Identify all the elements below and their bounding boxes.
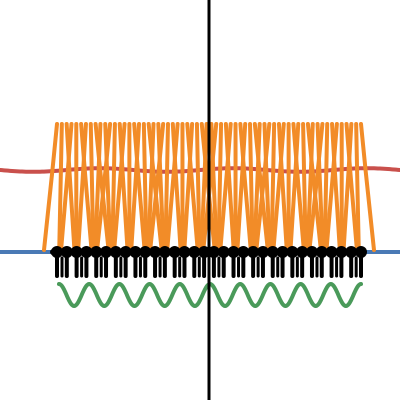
orange-strand (248, 122, 255, 252)
pin-head (90, 246, 103, 258)
orange-strand (95, 122, 113, 252)
pin-head (296, 246, 309, 258)
black-pins-layer (50, 246, 367, 278)
pin-head (158, 246, 171, 258)
pin-head (335, 246, 348, 258)
pin-head (188, 246, 201, 258)
orange-strand (359, 122, 376, 252)
orange-strand (218, 122, 233, 252)
orange-strand (88, 122, 96, 252)
pin-head (149, 246, 162, 258)
orange-strand (301, 122, 308, 252)
orange-strand (112, 122, 127, 252)
orange-strand (148, 122, 166, 252)
orange-strand (42, 122, 59, 252)
orange-strand (271, 122, 286, 252)
orange-strand (76, 122, 88, 252)
orange-strand (307, 122, 325, 252)
orange-strand (269, 122, 277, 252)
orange-strand (201, 122, 219, 252)
orange-strand (57, 122, 64, 252)
pin-head (217, 246, 230, 258)
pin-head (109, 246, 122, 258)
orange-strand (322, 122, 330, 252)
orange-strand (165, 122, 180, 252)
orange-strand (324, 122, 339, 252)
orange-strand (216, 122, 224, 252)
pin-head (256, 246, 269, 258)
pin-head (276, 246, 289, 258)
orange-strand (252, 122, 262, 252)
pin-head (315, 246, 328, 258)
orange-strand (146, 122, 156, 252)
pin-head (207, 246, 220, 258)
pin-head (178, 246, 191, 258)
orange-strand (341, 122, 354, 252)
orange-strand (305, 122, 315, 252)
orange-strand (235, 122, 248, 252)
pin-head (139, 246, 152, 258)
pin-head (51, 246, 63, 258)
orange-strand (59, 122, 74, 252)
orange-strands-layer (42, 122, 376, 252)
pin-head (325, 246, 338, 258)
pin-head (129, 246, 142, 258)
pin-head (60, 246, 73, 258)
pin-head (305, 246, 318, 258)
pin-head (237, 246, 250, 258)
pin-head (355, 246, 367, 258)
orange-strand (129, 122, 142, 252)
orange-strand (354, 122, 361, 252)
pin-head (198, 246, 211, 258)
pin-head (168, 246, 181, 258)
orange-strand (141, 122, 149, 252)
orange-strand (182, 122, 195, 252)
orange-strand (163, 122, 170, 252)
pin-head (100, 246, 113, 258)
pin-head (227, 246, 240, 258)
pin-head (80, 246, 93, 258)
pin-head (266, 246, 279, 258)
pin-head (247, 246, 260, 258)
pin-head (345, 246, 358, 258)
pin-head (286, 246, 299, 258)
pin-head (70, 246, 83, 258)
orange-strand (254, 122, 272, 252)
pin-head (119, 246, 132, 258)
orange-strand (110, 122, 117, 252)
orange-strand (199, 122, 209, 252)
orange-strand (288, 122, 301, 252)
orange-strand (194, 122, 202, 252)
orange-strand (93, 122, 103, 252)
